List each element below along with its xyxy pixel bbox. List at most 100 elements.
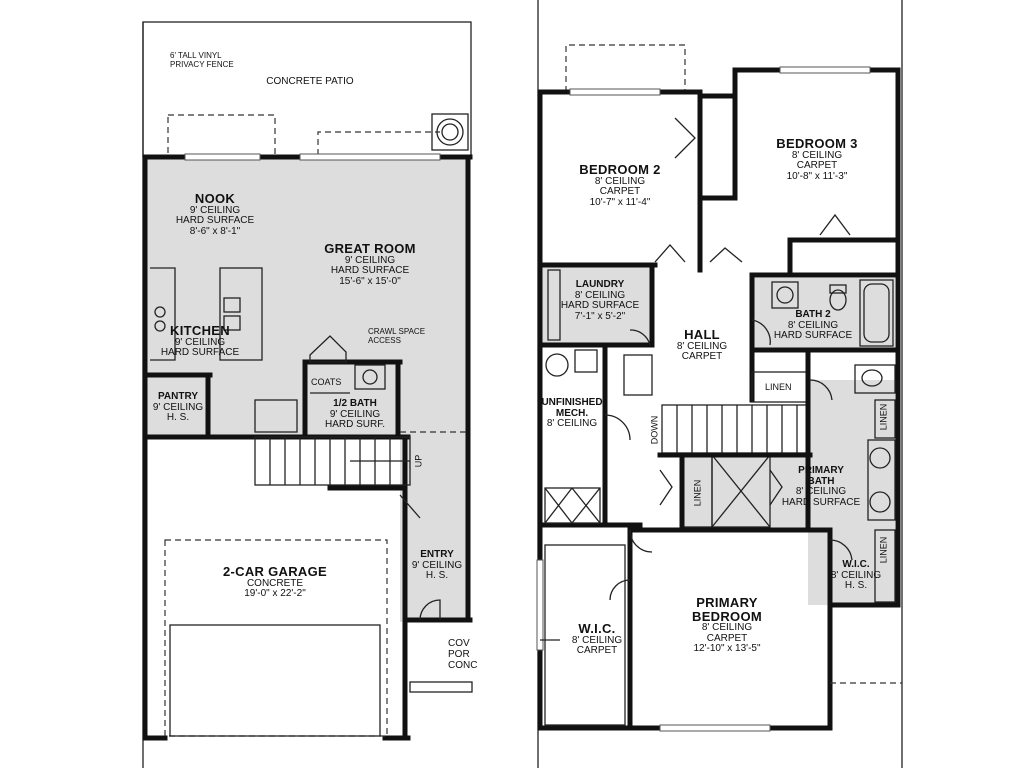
room-name: PRIMARY (696, 595, 758, 610)
room-ceiling: 9' CEILING (152, 401, 204, 413)
room-surface: HARD SURFACE (781, 496, 861, 508)
up-label: UP (413, 454, 424, 468)
room-name: HALL (684, 327, 720, 342)
room-name: BEDROOM 3 (776, 136, 858, 151)
room-kitchen: KITCHEN 9' CEILING HARD SURFACE (160, 324, 240, 359)
room-garage: 2-CAR GARAGE CONCRETE 19'-0" x 22'-2" (210, 565, 340, 600)
linen-label: LINEN (692, 479, 703, 507)
room-surface: H. S. (166, 412, 190, 423)
room-surface: CARPET (681, 351, 723, 363)
room-name: BATH 2 (795, 309, 831, 320)
room-dims: 15'-6" x 15'-0" (339, 275, 401, 287)
down-label: DOWN (649, 415, 660, 445)
first-floor-stairs (254, 436, 411, 486)
room-name-2: BEDROOM (692, 608, 762, 624)
room-ceiling: 9' CEILING (411, 559, 463, 571)
room-surface: HARD SURFACE (773, 330, 853, 341)
room-bath-2: BATH 2 8' CEILING HARD SURFACE (768, 309, 858, 342)
room-bedroom-3: BEDROOM 3 8' CEILING CARPET 10'-8" x 11'… (762, 137, 872, 182)
room-dims: 19'-0" x 22'-2" (244, 588, 306, 600)
room-ceiling: 9' CEILING (189, 204, 241, 216)
first-floor-plan (142, 21, 473, 768)
room-surface: CARPET (796, 160, 838, 172)
linen-label: LINEN (878, 403, 889, 431)
room-name: NOOK (194, 191, 236, 206)
crawl-note: CRAWL SPACE ACCESS (368, 327, 426, 346)
fence-note-line1: 6' TALL VINYL (170, 51, 222, 60)
second-floor-stairs (661, 404, 808, 454)
room-dims: 12'-10" x 13'-5" (693, 643, 761, 655)
room-ceiling: 9' CEILING (344, 254, 396, 266)
room-primary-bath: PRIMARY BATH 8' CEILING HARD SURFACE (780, 465, 862, 508)
room-name-2: BATH (807, 475, 835, 487)
room-ceiling: 8' CEILING (791, 149, 843, 161)
room-entry: ENTRY 9' CEILING H. S. (406, 549, 468, 582)
room-laundry: LAUNDRY 8' CEILING HARD SURFACE 7'-1" x … (560, 279, 640, 322)
room-surface: HARD SURFACE (175, 215, 255, 227)
patio-text: CONCRETE PATIO (266, 76, 354, 87)
linen-label: LINEN (878, 536, 889, 564)
room-ceiling: 8' CEILING (546, 418, 598, 429)
room-ceiling: 8' CEILING (676, 340, 728, 352)
crawl-note-line2: ACCESS (368, 335, 401, 345)
room-dims: 7'-1" x 5'-2" (574, 310, 626, 322)
fence-note: 6' TALL VINYL PRIVACY FENCE (170, 51, 234, 70)
room-name: UNFINISHED (541, 397, 603, 408)
room-nook: NOOK 9' CEILING HARD SURFACE 8'-6" x 8'-… (165, 192, 265, 237)
porch-label: COV POR CONC (448, 638, 477, 671)
room-surface: HARD SURFACE (560, 300, 640, 311)
fence-note-line2: PRIVACY FENCE (170, 59, 234, 69)
room-wic-primary: W.I.C. 8' CEILING H. S. (828, 559, 884, 592)
room-hall: HALL 8' CEILING CARPET (666, 328, 738, 363)
room-name: KITCHEN (170, 323, 230, 338)
crawl-note-line1: CRAWL SPACE (368, 327, 426, 336)
room-dims: 10'-7" x 11'-4" (589, 196, 651, 208)
room-name: PANTRY (158, 391, 198, 402)
room-surface: CARPET (576, 645, 618, 657)
room-surface: CARPET (706, 632, 748, 644)
room-name: BEDROOM 2 (579, 162, 661, 177)
room-ceiling: 8' CEILING (574, 289, 626, 301)
room-bedroom-2: BEDROOM 2 8' CEILING CARPET 10'-7" x 11'… (565, 163, 675, 208)
room-surface: CARPET (599, 186, 641, 198)
linen-label: LINEN (765, 382, 792, 392)
room-wic: W.I.C. 8' CEILING CARPET (562, 622, 632, 657)
room-name: W.I.C. (578, 621, 616, 636)
room-ceiling: 9' CEILING (329, 408, 381, 420)
coats-label: COATS (311, 377, 342, 387)
room-ceiling: 8' CEILING (701, 622, 753, 634)
room-ceiling: 9' CEILING (174, 336, 226, 348)
room-name: GREAT ROOM (324, 241, 416, 256)
room-ceiling: CONCRETE (246, 577, 304, 589)
room-name-2: MECH. (555, 407, 589, 419)
room-surface: HARD SURF. (324, 419, 385, 430)
room-name: W.I.C. (842, 559, 870, 570)
room-mech: UNFINISHED MECH. 8' CEILING (540, 397, 604, 430)
room-name: LAUNDRY (575, 279, 625, 290)
room-ceiling: 8' CEILING (594, 175, 646, 187)
room-half-bath: 1/2 BATH 9' CEILING HARD SURF. (320, 398, 390, 431)
patio-outline (142, 21, 472, 158)
room-name: 2-CAR GARAGE (223, 564, 327, 579)
room-ceiling: 8' CEILING (787, 319, 839, 331)
room-surface: H. S. (844, 580, 868, 591)
room-pantry: PANTRY 9' CEILING H. S. (148, 391, 208, 424)
room-ceiling: 8' CEILING (571, 634, 623, 646)
room-surface: H. S. (425, 570, 449, 581)
room-primary-bedroom: PRIMARY BEDROOM 8' CEILING CARPET 12'-10… (672, 596, 782, 655)
room-dims: 10'-8" x 11'-3" (786, 170, 848, 182)
patio-label: CONCRETE PATIO (255, 76, 365, 88)
room-great-room: GREAT ROOM 9' CEILING HARD SURFACE 15'-6… (310, 242, 430, 287)
room-name: 1/2 BATH (333, 398, 377, 409)
room-ceiling: 8' CEILING (830, 569, 882, 581)
room-name: ENTRY (420, 549, 454, 560)
porch-line2: POR (448, 649, 470, 660)
room-dims: 8'-6" x 8'-1" (189, 225, 241, 237)
room-surface: HARD SURFACE (160, 347, 240, 359)
room-ceiling: 8' CEILING (795, 486, 847, 497)
porch-line1: COV (448, 638, 470, 649)
room-name: PRIMARY (798, 465, 844, 476)
porch-line3: CONC (448, 660, 478, 671)
second-floor-plan (536, 0, 903, 768)
